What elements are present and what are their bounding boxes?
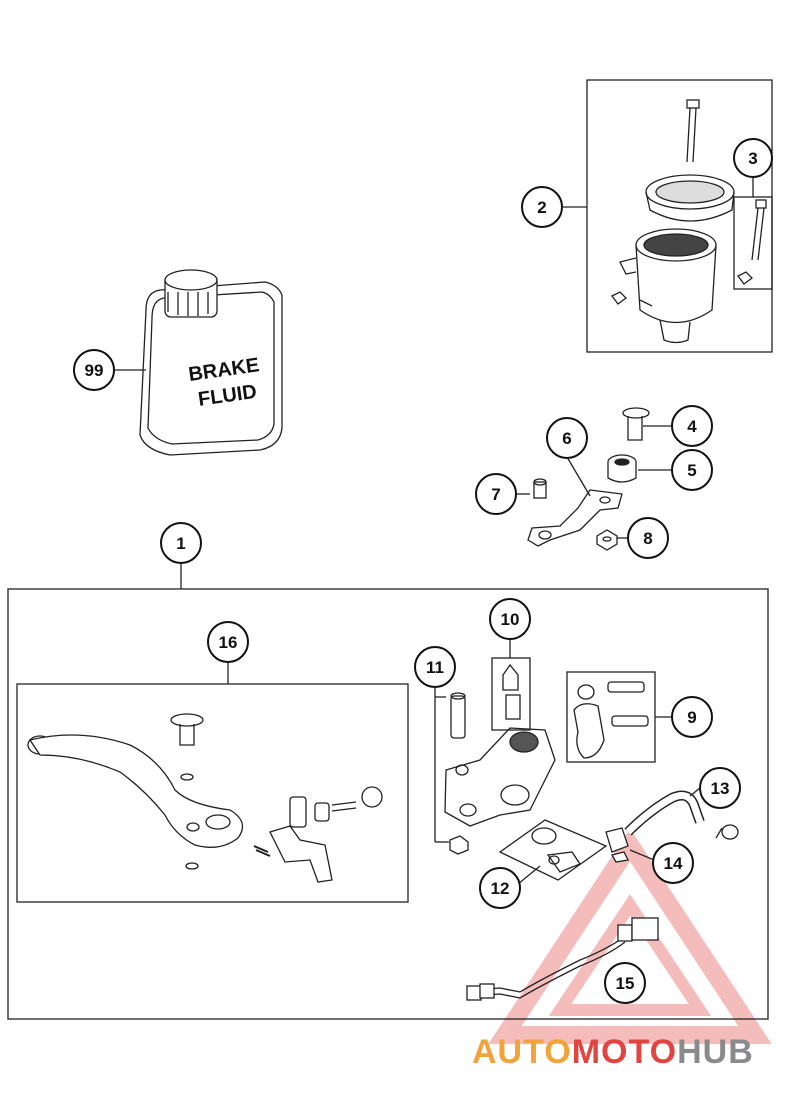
svg-text:14: 14 [664,854,683,873]
watermark-part-auto: AUTO [472,1033,572,1071]
callout-12: 12 [479,867,521,909]
leader-lines [114,176,754,885]
svg-text:5: 5 [687,461,696,480]
callout-2: 2 [521,186,563,228]
svg-text:10: 10 [501,610,520,629]
svg-text:3: 3 [748,149,757,168]
svg-text:9: 9 [687,708,696,727]
pin-11 [434,692,469,855]
callout-10: 10 [489,598,531,640]
callout-11: 11 [414,646,456,688]
callouts: 99 2 3 4 5 6 7 8 [73,138,773,1004]
brake-fluid-bottle [139,269,283,456]
bracket-6 [527,489,623,547]
svg-text:16: 16 [219,633,238,652]
svg-text:13: 13 [711,779,730,798]
callout-15: 15 [604,962,646,1004]
hose-13 [624,790,739,840]
reservoir-body [611,228,717,344]
reservoir-bolt [686,99,700,163]
watermark-part-hub: HUB [677,1033,754,1071]
reservoir-cap [645,174,735,222]
seal-kit-12 [498,819,608,881]
screw-4 [622,407,650,441]
callout-8: 8 [627,517,669,559]
rubber-bushing-5 [607,454,637,483]
clamp-9 [566,671,656,763]
watermark-brand-text: AUTOMOTOHUB [472,1033,754,1072]
svg-text:8: 8 [643,529,652,548]
bleed-valve-10 [491,657,531,731]
svg-text:4: 4 [687,417,697,436]
screw-3 [737,199,767,285]
brake-switch-15 [466,917,659,1001]
callout-1: 1 [160,522,202,564]
lever-group-box [16,683,409,903]
svg-text:11: 11 [426,658,444,677]
watermark-part-moto: MOTO [571,1033,678,1071]
callout-16: 16 [207,621,249,663]
adjuster-knob [170,713,204,781]
svg-text:15: 15 [616,974,635,993]
callout-6: 6 [546,417,588,459]
watermark-logo [488,828,772,1044]
brake-lever [27,734,244,848]
svg-text:6: 6 [562,429,571,448]
callout-3: 3 [733,138,773,178]
svg-text:99: 99 [85,361,104,380]
master-cylinder-group-box [7,588,769,1020]
callout-14: 14 [652,842,694,884]
screw-7 [533,478,547,499]
callout-7: 7 [475,473,517,515]
reservoir-group-box [586,79,773,353]
callout-13: 13 [699,767,741,809]
callout-5: 5 [671,449,713,491]
lever-small-parts [185,786,383,883]
svg-text:12: 12 [491,879,510,898]
clip-14 [605,827,629,863]
master-cylinder-body [444,727,556,827]
nut-8 [596,529,618,551]
callout-99: 99 [73,349,115,391]
svg-text:2: 2 [537,198,546,217]
callout-4: 4 [671,405,713,447]
callout-9: 9 [671,696,713,738]
svg-text:1: 1 [176,534,185,553]
svg-text:7: 7 [491,485,500,504]
